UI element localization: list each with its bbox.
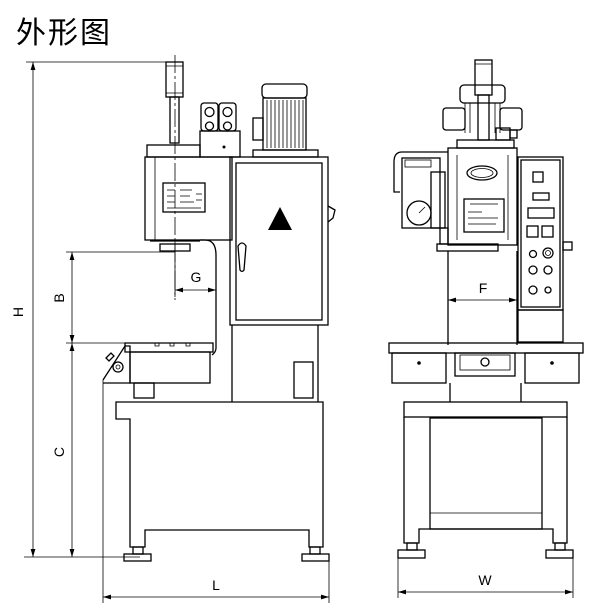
dimension-label-c: C — [51, 447, 67, 457]
pressure-gauge-panel — [393, 151, 449, 245]
drawing-title: 外形图 — [16, 16, 112, 51]
dimension-label-h: H — [10, 307, 26, 317]
front-nameplate — [463, 198, 505, 233]
dimension-w: W — [397, 558, 574, 598]
machine-base — [115, 401, 330, 562]
dimension-l: L — [102, 380, 330, 603]
dimension-g: G — [174, 240, 216, 297]
foot-pedal-box — [454, 352, 516, 377]
motor — [252, 83, 319, 158]
door-handle — [237, 242, 247, 273]
dimension-b: B — [51, 251, 175, 344]
control-panel — [517, 156, 573, 343]
right-drawer — [524, 352, 580, 384]
front-view: F W — [388, 59, 584, 598]
front-cylinder — [442, 59, 523, 149]
counter-display — [527, 207, 555, 219]
dimension-c: C — [51, 343, 75, 557]
front-head — [436, 147, 518, 252]
front-table — [388, 342, 584, 402]
worktable — [102, 342, 214, 399]
dimension-h: H — [10, 61, 172, 558]
side-view: H B C G L — [10, 55, 336, 603]
dimension-label-w: W — [478, 572, 492, 588]
warning-triangle-icon — [268, 207, 292, 230]
dimension-label-b: B — [51, 293, 67, 302]
switch-icon — [532, 171, 544, 183]
electrical-cabinet — [229, 156, 336, 402]
dimension-label-f: F — [479, 280, 488, 296]
nameplate — [162, 182, 206, 213]
press-head — [144, 156, 233, 356]
front-base — [397, 401, 574, 559]
left-drawer — [391, 352, 447, 384]
dimension-label-g: G — [191, 269, 202, 285]
valve-block — [199, 102, 241, 158]
brand-logo — [466, 165, 498, 181]
dimension-label-l: L — [212, 577, 220, 593]
dimension-f: F — [448, 280, 517, 303]
